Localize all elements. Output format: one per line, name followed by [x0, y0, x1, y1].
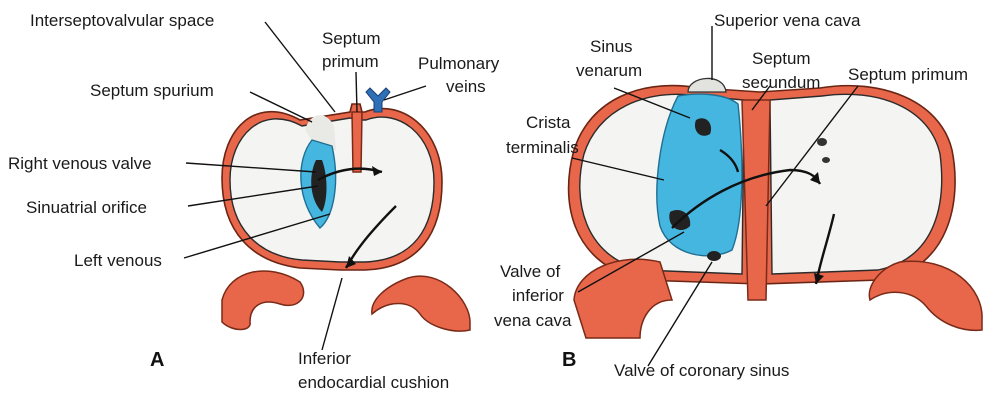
panel-b-pulmonary-opening-2 — [822, 157, 830, 163]
panel-a-septum-primum — [352, 112, 362, 172]
label-sinuatrial-orifice: Sinuatrial orifice — [26, 198, 147, 217]
label-pulmonary-veins-2: veins — [446, 77, 486, 96]
panel-b-sinus-venarum — [657, 94, 742, 256]
label-inferior-cushion-2: endocardial cushion — [298, 373, 449, 392]
label-septum-secundum-1: Septum — [752, 49, 811, 68]
panel-letter-a: A — [150, 349, 164, 371]
label-inferior-cushion-1: Inferior — [298, 349, 351, 368]
label-left-venous: Left venous — [74, 251, 162, 270]
panel-a-illustration — [222, 88, 470, 331]
label-valve-coronary-sinus: Valve of coronary sinus — [614, 361, 789, 380]
label-valve-ivc-2: inferior — [512, 286, 564, 305]
label-crista-terminalis-2: terminalis — [506, 138, 579, 157]
label-pulmonary-veins-1: Pulmonary — [418, 54, 500, 73]
label-crista-terminalis-1: Crista — [526, 113, 571, 132]
panel-b-right-lower-tissue — [869, 261, 982, 330]
label-septum-primum-a-2: primum — [322, 52, 379, 71]
label-septum-primum-b: Septum primum — [848, 65, 968, 84]
label-septum-spurium: Septum spurium — [90, 81, 214, 100]
panel-b-illustration — [569, 78, 983, 338]
panel-b-left-lower-tissue — [574, 259, 672, 338]
label-septum-primum-a-1: Septum — [322, 29, 381, 48]
label-right-venous-valve: Right venous valve — [8, 154, 152, 173]
label-septum-secundum-2: secundum — [742, 73, 820, 92]
label-valve-ivc-3: vena cava — [494, 311, 572, 330]
panel-b-left-atrium — [770, 94, 942, 274]
panel-b-pulmonary-opening-1 — [817, 138, 827, 146]
panel-a-left-cushion — [222, 271, 304, 330]
label-superior-vena-cava: Superior vena cava — [714, 11, 861, 30]
panel-letter-b: B — [562, 349, 576, 371]
label-interseptovalvular-space: Interseptovalvular space — [30, 11, 214, 30]
label-sinus-venarum-1: Sinus — [590, 37, 633, 56]
panel-b-coronary-sinus-orifice — [707, 251, 721, 261]
panel-b-superior-vena-cava — [688, 78, 726, 92]
label-sinus-venarum-2: venarum — [576, 61, 642, 80]
panel-a-right-cushion — [372, 276, 470, 331]
label-valve-ivc-1: Valve of — [500, 262, 560, 281]
